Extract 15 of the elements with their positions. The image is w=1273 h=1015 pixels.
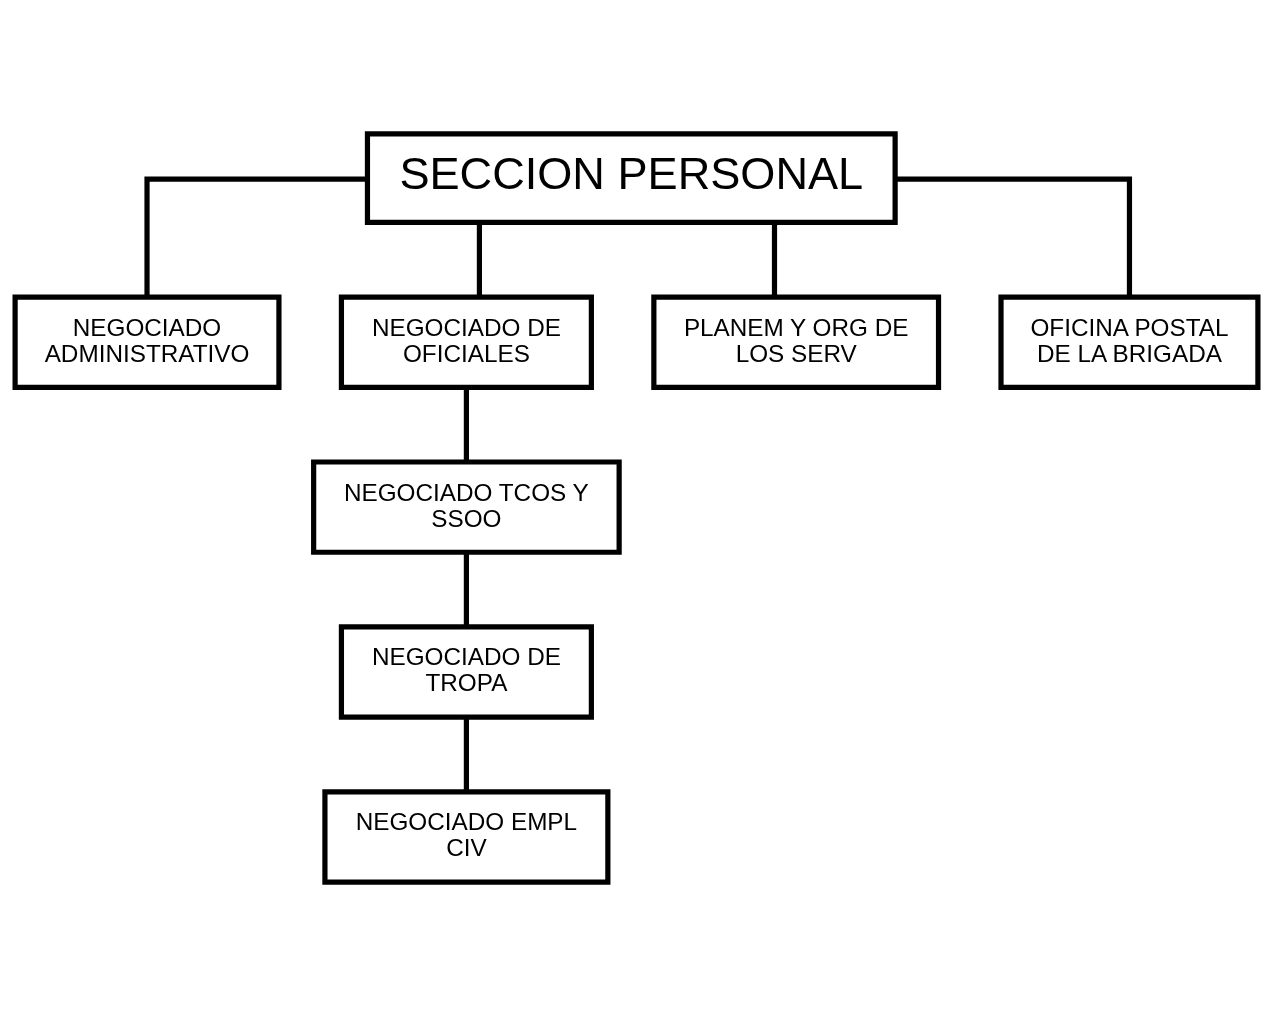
node-box: SECCION PERSONAL (364, 130, 898, 225)
connector (144, 175, 368, 297)
connector (476, 222, 482, 297)
node-box: NEGOCIADO ADMINISTRATIVO (12, 294, 282, 390)
node-box: OFICINA POSTAL DE LA BRIGADA (998, 294, 1261, 390)
node-box: NEGOCIADO DE TROPA (338, 623, 594, 720)
connector (463, 717, 469, 792)
node-box: NEGOCIADO DE OFICIALES (338, 294, 594, 390)
node-box: PLANEM Y ORG DE LOS SERV (651, 294, 942, 390)
node-box: NEGOCIADO TCOS Y SSOO (311, 458, 622, 555)
connector (463, 552, 469, 627)
node-box: NEGOCIADO EMPL CIV (322, 788, 611, 885)
connector (771, 222, 778, 297)
connector (463, 387, 469, 462)
connector (895, 175, 1133, 297)
